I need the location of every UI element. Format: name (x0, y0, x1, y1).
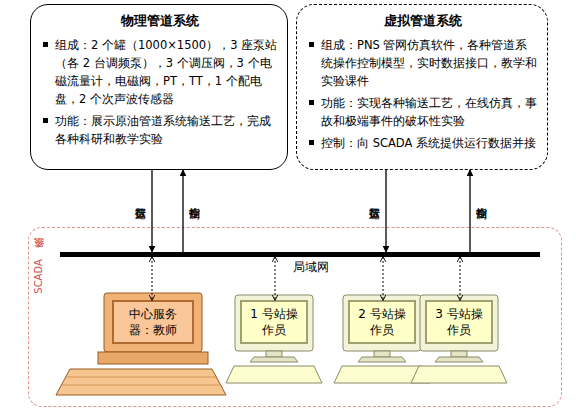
system-panel: 物理管道系统组成：2 个罐（1000×1500），3 座泵站（各 2 台调频泵）… (30, 4, 288, 170)
data-arrow (469, 170, 470, 252)
station-screen: 1 号站操作员 (240, 300, 308, 344)
screen-label: 中心服务器：教师 (128, 306, 178, 338)
server-screen: 中心服务器：教师 (112, 300, 194, 344)
bullet-row: 组成：2 个罐（1000×1500），3 座泵站（各 2 台调频泵），3 个调压… (41, 36, 279, 108)
bullet-row: 功能：实现各种输送工艺，在线仿真，事故和极端事件的破坏性实验 (307, 94, 539, 130)
monitor-stand (374, 351, 390, 357)
data-arrow (182, 170, 183, 252)
bullet-marker (309, 42, 314, 47)
monitor-bezel (420, 295, 498, 351)
keyboard (411, 366, 507, 383)
dotted-connector (152, 257, 153, 300)
lan-bus: 局域网 (60, 252, 540, 257)
screen-label: 2 号站操作员 (357, 306, 407, 338)
panel-title: 虚拟管道系统 (307, 12, 539, 30)
dotted-connector (383, 257, 384, 300)
bullet-row: 组成：PNS 管网仿真软件，各种管道系统操作控制模型，实时数据接口，教学和实验课… (307, 36, 539, 90)
station-screen: 2 号站操作员 (348, 300, 416, 344)
monitor-foot (358, 357, 406, 362)
bullet-text: 组成：2 个罐（1000×1500），3 座泵站（各 2 台调频泵），3 个调压… (55, 36, 279, 108)
screen-label: 1 号站操作员 (249, 306, 299, 338)
bullet-marker (309, 140, 314, 145)
bullet-row: 功能：展示原油管道系统输送工艺，完成各种科研和教学实验 (41, 112, 279, 148)
keyboard (226, 366, 322, 383)
bullet-row: 控制：向 SCADA 系统提供运行数据并接 (307, 134, 539, 152)
station-screen: 3 号站操作员 (425, 300, 493, 344)
monitor-foot (435, 357, 483, 362)
monitor-stand (451, 351, 467, 357)
edge-label: 运行数据 (134, 199, 147, 223)
keyboard-row (62, 385, 221, 386)
bullet-marker (309, 100, 314, 105)
bullet-text: 组成：PNS 管网仿真软件，各种管道系统操作控制模型，实时数据接口，教学和实验课… (321, 36, 539, 90)
edge-label: 控制指令 (188, 199, 201, 223)
data-arrow (151, 170, 152, 252)
monitor-bezel (343, 295, 421, 351)
panel-title: 物理管道系统 (41, 12, 279, 30)
region-label: SCADA 系统 (32, 256, 46, 294)
monitor-bezel (104, 293, 202, 352)
bullet-text: 功能：实现各种输送工艺，在线仿真，事故和极端事件的破坏性实验 (321, 94, 539, 130)
bullet-marker (43, 118, 48, 123)
bullet-marker (43, 42, 48, 47)
bullet-text: 功能：展示原油管道系统输送工艺，完成各种科研和教学实验 (55, 112, 279, 148)
screen-label: 3 号站操作员 (434, 306, 484, 338)
edge-label: 运行数据 (368, 199, 381, 223)
edge-label: 控制指令 (475, 199, 488, 223)
dotted-connector (460, 257, 461, 300)
bullet-text: 控制：向 SCADA 系统提供运行数据并接 (321, 134, 539, 152)
monitor-foot (250, 357, 298, 362)
data-arrow (385, 170, 386, 252)
scada-region: SCADA 系统 局域网中心服务器：教师 1 号站操作员 2 号站操作员 3 号站操作员 (28, 227, 562, 407)
monitor-stand (266, 351, 282, 357)
dotted-connector (275, 257, 276, 300)
computer-base (98, 352, 208, 364)
keyboard-row (66, 377, 216, 378)
system-panel: 虚拟管道系统组成：PNS 管网仿真软件，各种管道系统操作控制模型，实时数据接口，… (296, 4, 548, 170)
bus-label: 局域网 (293, 260, 329, 274)
keyboard (56, 369, 226, 395)
monitor-bezel (235, 295, 313, 351)
